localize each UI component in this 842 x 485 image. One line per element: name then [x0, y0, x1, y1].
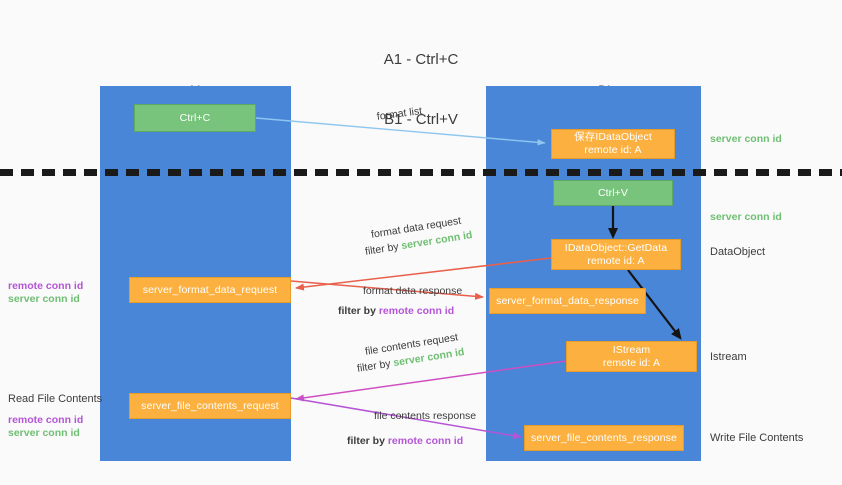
node-idataobject-getdata[interactable]: IDataObject::GetData remote id: A: [551, 239, 681, 270]
edge-label-file-contents-response-filter: filter by remote conn id: [347, 434, 463, 448]
side-label-remote-conn-id-1: remote conn id: [8, 280, 84, 292]
node-server-format-data-request-label: server_format_data_request: [142, 283, 278, 296]
side-label-server-conn-id-1: server conn id: [8, 293, 80, 305]
filter-value-2: remote conn id: [378, 305, 455, 317]
filter-prefix-4: filter by: [347, 435, 388, 447]
node-server-format-data-response[interactable]: server_format_data_response: [489, 288, 646, 314]
node-istream[interactable]: IStream remote id: A: [566, 341, 697, 372]
filter-prefix-2: filter by: [338, 305, 379, 317]
node-server-format-data-request[interactable]: server_format_data_request: [129, 277, 291, 303]
filter-prefix-1: filter by: [364, 240, 403, 258]
node-ctrl-c[interactable]: Ctrl+C: [134, 104, 256, 132]
side-label-server-conn-id-mid: server conn id: [710, 211, 782, 223]
node-idataobject-getdata-subtitle: remote id: A: [587, 254, 645, 267]
node-istream-subtitle: remote id: A: [602, 356, 661, 369]
side-label-server-conn-id-top: server conn id: [710, 133, 782, 145]
side-label-read-file-contents: Read File Contents: [8, 393, 103, 405]
filter-prefix-3: filter by: [356, 357, 395, 375]
edge-label-format-data-response-filter: filter by remote conn id: [338, 304, 454, 318]
side-label-dataobject: DataObject: [710, 246, 766, 258]
side-label-write-file-contents: Write File Contents: [710, 432, 804, 444]
side-label-remote-conn-id-2: remote conn id: [8, 414, 84, 426]
node-ctrl-v[interactable]: Ctrl+V: [553, 180, 673, 206]
edge-label-format-data-response: format data response: [363, 285, 463, 297]
edge-label-file-contents-response: file contents response: [374, 410, 477, 422]
node-server-file-contents-request-label: server_file_contents_request: [141, 399, 279, 412]
phase-divider: [0, 169, 842, 176]
node-ctrl-c-label: Ctrl+C: [179, 111, 211, 124]
node-idataobject-subtitle: remote id: A: [584, 144, 642, 156]
side-label-istream: Istream: [710, 351, 747, 363]
node-server-file-contents-response[interactable]: server_file_contents_response: [524, 425, 684, 451]
node-server-file-contents-request[interactable]: server_file_contents_request: [129, 393, 291, 419]
node-ctrl-v-label: Ctrl+V: [597, 186, 629, 199]
filter-value-4: remote conn id: [387, 435, 464, 447]
side-label-server-conn-id-2: server conn id: [8, 427, 80, 439]
node-istream-title: IStream: [612, 343, 651, 356]
node-idataobject[interactable]: 保存IDataObject remote id: A: [551, 129, 675, 159]
node-server-file-contents-response-label: server_file_contents_response: [531, 431, 677, 444]
node-server-format-data-response-label: server_format_data_response: [496, 294, 639, 307]
title-line-1: A1 - Ctrl+C: [383, 51, 459, 68]
node-idataobject-getdata-title: IDataObject::GetData: [564, 241, 668, 254]
node-idataobject-title: 保存IDataObject: [574, 131, 652, 143]
